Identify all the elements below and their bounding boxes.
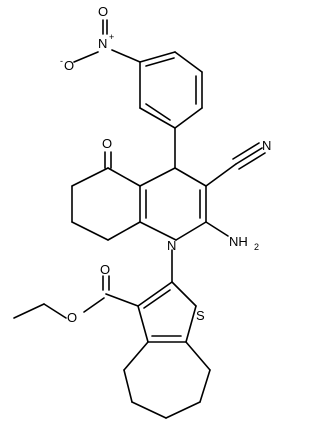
atom-labels: O N + - O O N N NH 2 S O O [60, 4, 271, 325]
bond [71, 221, 109, 241]
bond [111, 49, 141, 63]
bond [199, 369, 211, 403]
thiophene-sulfur-label: S [196, 308, 205, 323]
molecule-structure-diagram: O N + - O O N N NH 2 S O O [13, 4, 271, 419]
bond [232, 142, 260, 160]
bond [43, 303, 67, 319]
bond [185, 305, 197, 343]
nitro-nitrogen-label: N [98, 36, 107, 51]
cyano-nitrogen-label: N [262, 138, 271, 153]
bond [143, 289, 171, 309]
bond [13, 303, 45, 319]
bond [123, 341, 149, 371]
bond [205, 221, 229, 237]
nitrophenyl-group [73, 19, 203, 169]
bond [205, 163, 237, 187]
bond [171, 281, 197, 307]
nitro-oxygen-charge: - [60, 56, 63, 66]
ester-link-oxygen-label: O [67, 310, 77, 325]
bond [165, 401, 201, 419]
quinolinone-core [71, 142, 266, 283]
bond [137, 281, 173, 307]
bond [105, 293, 139, 307]
bond [238, 152, 266, 170]
amine-subscript: 2 [254, 242, 259, 252]
bond [73, 51, 99, 63]
bond [185, 341, 211, 371]
bond [83, 297, 105, 313]
bond [131, 401, 167, 419]
bond [174, 167, 207, 187]
bond [137, 305, 149, 343]
amine-label: NH [229, 234, 248, 249]
nitro-nitrogen-charge: + [109, 32, 114, 42]
bond [145, 103, 171, 121]
ester-carbonyl-oxygen-label: O [100, 262, 110, 277]
bond [107, 167, 141, 187]
ketone-oxygen-label: O [102, 136, 112, 151]
bond [139, 107, 176, 129]
bond [71, 167, 109, 187]
bond [139, 51, 176, 63]
bond [139, 221, 177, 241]
bond [145, 57, 175, 67]
nitro-oxygen-top-label: O [98, 4, 108, 19]
thiophene-ester-group [13, 275, 211, 419]
bond [139, 167, 176, 187]
nitro-oxygen-left-label: O [64, 58, 74, 73]
ring-nitrogen-label: N [167, 238, 176, 253]
bond [174, 107, 203, 129]
bond [175, 221, 207, 241]
bond [174, 51, 203, 73]
bond [107, 221, 141, 241]
bond [123, 369, 133, 403]
bond [235, 147, 263, 165]
